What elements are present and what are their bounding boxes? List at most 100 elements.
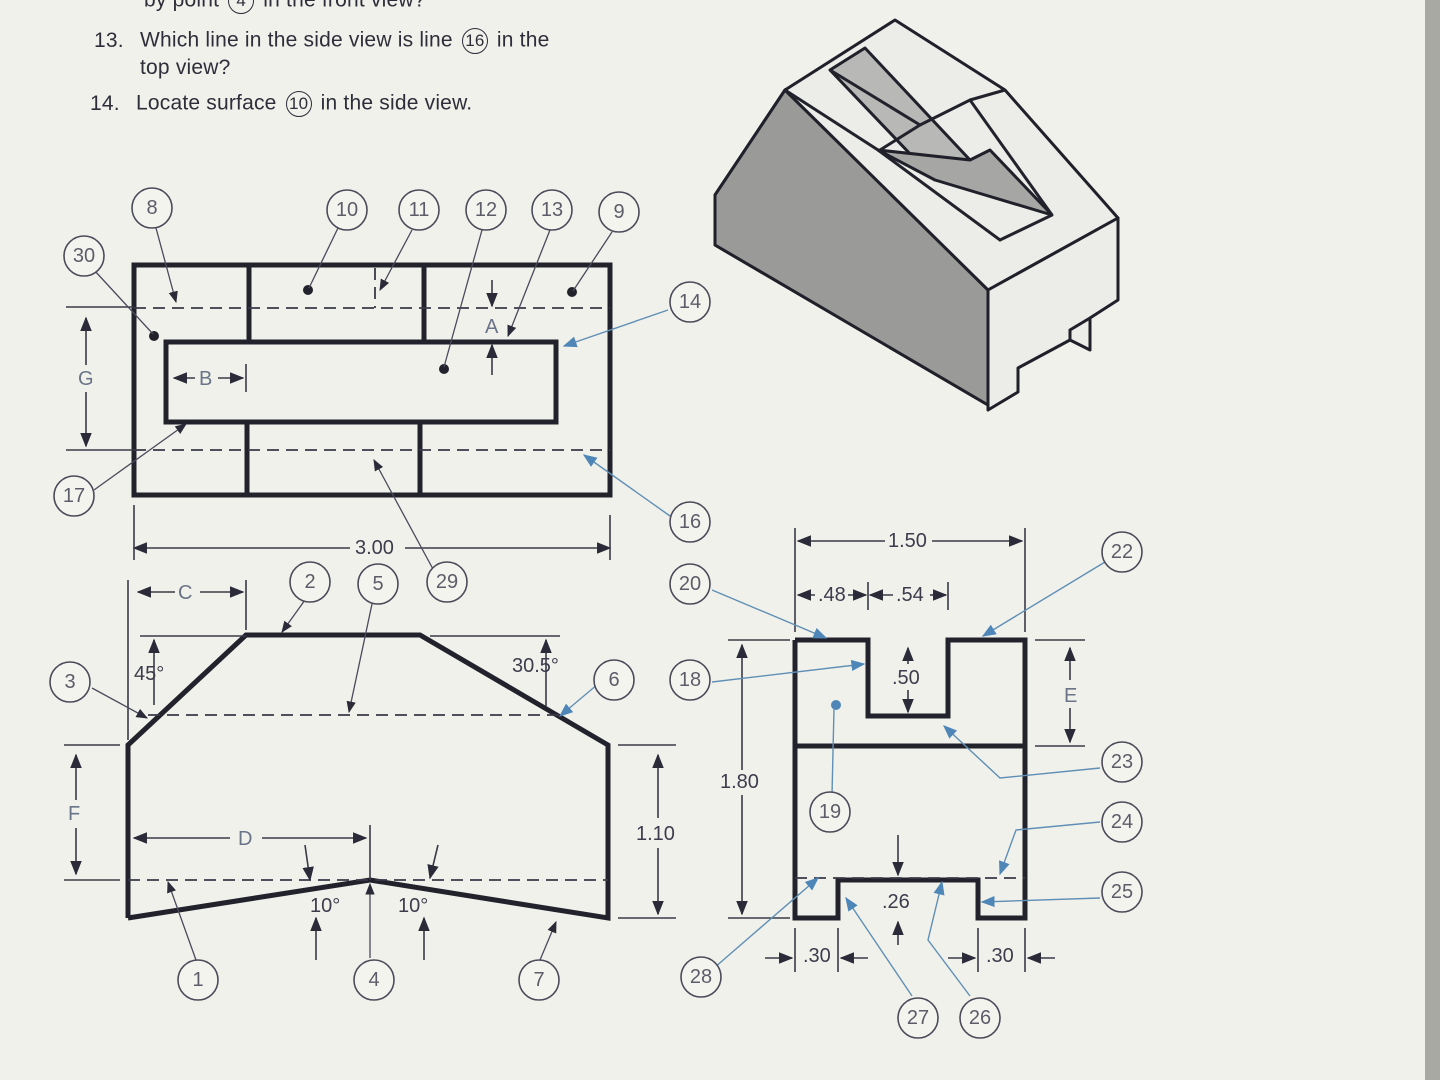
letter-D: D — [238, 828, 252, 850]
callout-17: 17 — [53, 475, 95, 517]
leader-1 — [167, 880, 197, 961]
dim-50: .50 — [892, 667, 920, 689]
callout-19: 19 — [809, 791, 851, 833]
svg-text:25: 25 — [1111, 881, 1133, 903]
screen-edge — [1425, 0, 1440, 1080]
dim-30-right: .30 — [986, 945, 1014, 967]
leader-6 — [558, 683, 599, 717]
leader-18 — [711, 659, 866, 683]
callout-8: 8 — [131, 187, 173, 229]
svg-text:8: 8 — [146, 197, 157, 219]
dim-1.50: 1.50 — [888, 530, 927, 552]
letter-G: G — [78, 368, 94, 390]
leader-16 — [582, 454, 671, 517]
question-14-text-a: Locate surface — [136, 91, 277, 115]
svg-text:14: 14 — [679, 291, 701, 313]
leader-9 — [572, 231, 613, 292]
callout-23: 23 — [1101, 741, 1143, 783]
leader-29 — [373, 458, 441, 583]
svg-text:7: 7 — [533, 969, 544, 991]
svg-text:27: 27 — [907, 1007, 929, 1029]
leader-26 — [927, 880, 971, 997]
iso-edge-1 — [784, 88, 1053, 242]
point-19 — [831, 700, 841, 710]
leader-14 — [562, 309, 669, 348]
svg-text:10: 10 — [336, 199, 358, 221]
dim-1.10: 1.10 — [636, 823, 675, 845]
angle-45: 45° — [134, 663, 164, 685]
question-13-number: 13. — [94, 28, 124, 52]
point-30 — [149, 331, 159, 341]
svg-text:26: 26 — [969, 1007, 991, 1029]
callout-3: 3 — [49, 661, 91, 703]
callout-11: 11 — [398, 189, 440, 231]
leader-2 — [281, 599, 306, 633]
leader-28 — [713, 877, 820, 969]
callout-20: 20 — [669, 563, 711, 605]
question-12-tail: by point 4 in the front view? — [144, 0, 426, 14]
leader-7 — [539, 920, 557, 961]
callout-1: 1 — [177, 959, 219, 1001]
callout-28: 28 — [680, 956, 722, 998]
svg-text:18: 18 — [679, 669, 701, 691]
svg-text:3: 3 — [64, 671, 75, 693]
top-view — [131, 262, 613, 498]
question-14-text-b: in the side view. — [320, 91, 473, 115]
callout-16: 16 — [669, 501, 711, 543]
leader-10 — [308, 227, 339, 289]
callout-14: 14 — [669, 281, 711, 323]
dim-1.80: 1.80 — [720, 771, 759, 793]
callout-9: 9 — [598, 191, 640, 233]
callout-30: 30 — [63, 235, 105, 277]
svg-text:9: 9 — [613, 201, 624, 223]
leader-11 — [379, 229, 413, 292]
iso-edge-3 — [969, 88, 1006, 102]
point-10 — [303, 285, 313, 295]
callout-24: 24 — [1101, 801, 1143, 843]
dim-48: .48 — [818, 584, 846, 606]
svg-text:12: 12 — [475, 199, 497, 221]
callout-22: 22 — [1101, 531, 1143, 573]
leader-30 — [93, 269, 154, 335]
angle-10-arrow-1 — [302, 844, 314, 882]
leader-23 — [942, 725, 1101, 779]
front-view-dimensions: C D F 45° 30.5° 10° 10° 1.10 — [64, 580, 676, 960]
leader-19 — [831, 707, 835, 796]
dim-30-left: .30 — [803, 945, 831, 967]
question-13-text-a: Which line in the side view is line — [140, 28, 453, 52]
svg-text:6: 6 — [608, 669, 619, 691]
svg-text:28: 28 — [690, 966, 712, 988]
leader-22 — [981, 561, 1106, 637]
question-14-number: 14. — [90, 91, 120, 115]
leader-12 — [443, 229, 483, 368]
side-view-dimensions: 1.50 .48 .54 .50 1.80 E .26 .30 .30 — [720, 528, 1085, 972]
svg-text:16: 16 — [679, 511, 701, 533]
leader-lines — [91, 227, 1106, 997]
leader-3 — [91, 687, 149, 719]
callout-4: 4 — [353, 959, 395, 1001]
svg-text:17: 17 — [63, 485, 85, 507]
callout-10: 10 — [326, 189, 368, 231]
dim-54: .54 — [896, 584, 924, 606]
svg-text:2: 2 — [304, 571, 315, 593]
letter-E: E — [1064, 685, 1077, 707]
leader-24 — [999, 821, 1101, 876]
question-13-text-b: in the — [496, 28, 550, 52]
leader-20 — [711, 589, 828, 639]
letter-F: F — [68, 803, 80, 825]
svg-text:20: 20 — [679, 573, 701, 595]
svg-text:24: 24 — [1111, 811, 1133, 833]
callout-27: 27 — [897, 997, 939, 1039]
front-view-outline — [125, 632, 611, 921]
svg-text:11: 11 — [409, 199, 430, 221]
dim-26: .26 — [882, 891, 910, 913]
letter-B: B — [199, 368, 212, 390]
isometric-view — [713, 18, 1120, 412]
question-13-line2: top view? — [140, 56, 231, 80]
callout-7: 7 — [518, 959, 560, 1001]
question-14: 14.Locate surface 10 in the side view. — [90, 91, 472, 117]
top-view-dimensions: 3.00 G B A — [66, 280, 612, 560]
point-9 — [567, 287, 577, 297]
iso-edge-5 — [1068, 316, 1091, 340]
svg-text:30: 30 — [73, 245, 95, 267]
